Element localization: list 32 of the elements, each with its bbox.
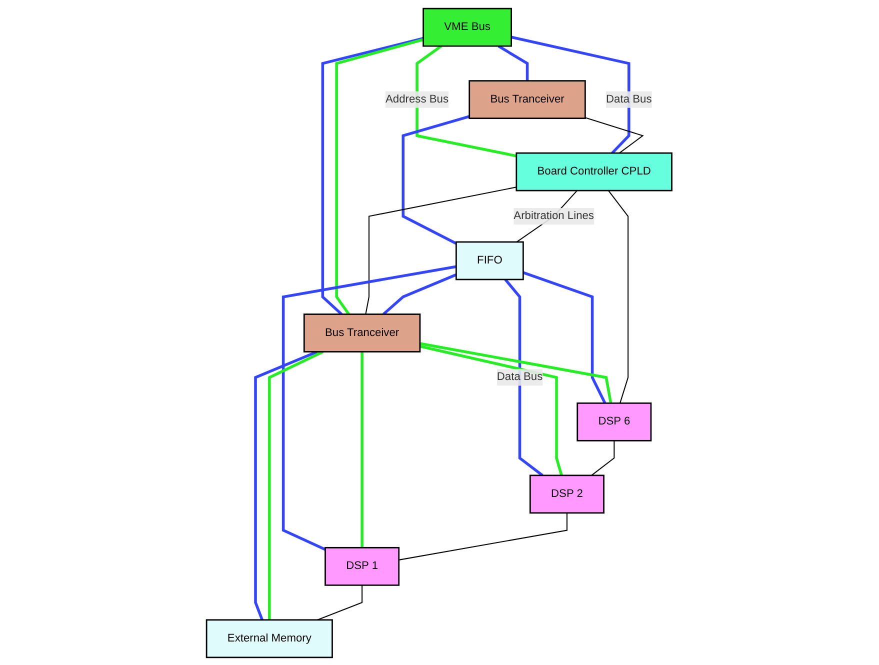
connector bbox=[608, 190, 629, 403]
connector bbox=[420, 344, 564, 476]
edge-label: Data Bus bbox=[497, 370, 543, 383]
node-box bbox=[422, 7, 512, 46]
connector bbox=[365, 186, 517, 314]
connector bbox=[361, 351, 364, 548]
node-box bbox=[304, 313, 421, 352]
edge-label: Data Bus bbox=[606, 92, 652, 105]
node-box bbox=[530, 474, 605, 514]
connector bbox=[585, 116, 644, 153]
connector bbox=[523, 270, 607, 404]
connector bbox=[420, 342, 612, 403]
connector bbox=[254, 350, 318, 620]
edge-label: Address Bus bbox=[386, 92, 449, 105]
node-box bbox=[456, 240, 524, 280]
connector bbox=[591, 440, 616, 476]
connector bbox=[511, 35, 631, 154]
connector bbox=[504, 278, 544, 476]
node-box bbox=[324, 546, 400, 586]
edge-label: Arbitration Lines bbox=[514, 210, 594, 222]
node-box bbox=[577, 402, 652, 441]
node-box bbox=[469, 80, 586, 119]
connector bbox=[268, 350, 324, 620]
connector bbox=[399, 512, 568, 560]
connector bbox=[498, 44, 529, 80]
connector bbox=[416, 44, 518, 157]
connector bbox=[402, 114, 470, 244]
node-box bbox=[206, 618, 334, 658]
block-diagram: Address Bus Data Bus Arbitration Lines Data Bus VME Bus Bus Tranceiver Board Controller CPLD FIFO Bus Tranceiver DSP 6 DSP 2 DSP 1 External Memory bbox=[201, 2, 678, 662]
node-box bbox=[516, 152, 673, 191]
connector bbox=[382, 272, 458, 315]
connector bbox=[282, 264, 457, 550]
